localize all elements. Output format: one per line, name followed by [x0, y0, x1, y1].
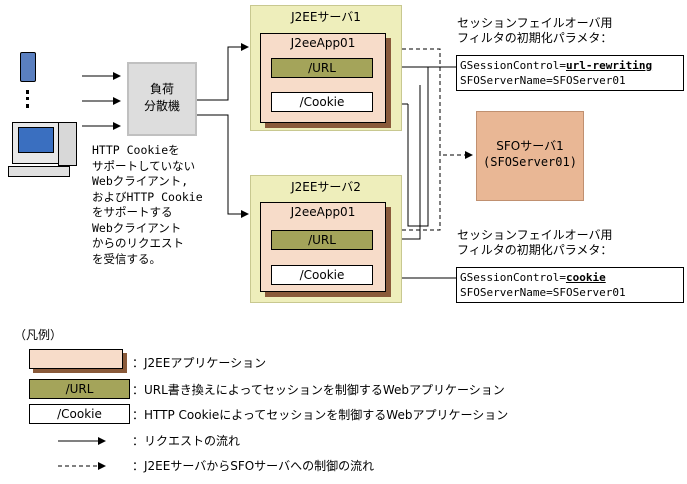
sfo-server: SFOサーバ1 (SFOServer01): [476, 111, 584, 201]
legend-url-sample: /URL: [29, 379, 130, 399]
url-web-app: /URL: [271, 230, 373, 250]
filter-heading-line: フィルタの初期化パラメタ：: [457, 31, 613, 45]
filter-params-1: GSessionControl=url-rewriting SFOServerN…: [456, 55, 684, 91]
lb-to-server1-arrow: [196, 43, 249, 101]
param-value: url-rewriting: [565, 59, 653, 72]
note-line: およびHTTP Cookie: [92, 189, 203, 204]
note-line: を受信する。: [92, 251, 161, 266]
app-title: J2eeApp01: [290, 36, 356, 50]
lb-label-2: 分散機: [143, 99, 180, 113]
j2ee-app: J2eeApp01 /URL /Cookie: [260, 33, 386, 123]
server-title: J2EEサーバ2: [291, 180, 361, 194]
filter-heading-line: セッションフェイルオーバ用: [457, 228, 613, 242]
server-title: J2EEサーバ1: [291, 10, 361, 24]
filter-heading-1: セッションフェイルオーバ用 フィルタの初期化パラメタ：: [457, 16, 613, 46]
filter-params-2: GSessionControl=cookie SFOServerName=SFO…: [456, 267, 684, 303]
note-line: からのリクエスト: [92, 236, 184, 250]
url-web-app: /URL: [271, 58, 373, 78]
app-title: J2eeApp01: [290, 205, 356, 219]
note-line: Webクライアント: [92, 220, 182, 235]
j2ee-server-1: J2EEサーバ1 J2eeApp01 /URL /Cookie: [250, 5, 402, 131]
lb-to-server2-arrow: [196, 114, 249, 218]
legend-title: （凡例）: [14, 328, 63, 342]
sfo-label-1: SFOサーバ1: [496, 139, 564, 153]
param-server: SFOServerName=SFOServer01: [460, 74, 626, 87]
j2ee-server-2: J2EEサーバ2 J2eeApp01 /URL /Cookie: [250, 175, 402, 303]
note-line: HTTP Cookieを: [92, 143, 180, 157]
filter-heading-line: フィルタの初期化パラメタ：: [457, 243, 613, 257]
mobile-phone-icon: [20, 52, 36, 82]
legend-text: ：HTTP Cookieによってセッションを制御するWebアプリケーション: [132, 408, 509, 422]
legend-text: ：J2EEサーバからSFOサーバへの制御の流れ: [132, 459, 375, 473]
note-line: をサポートする: [92, 205, 173, 219]
filter-heading-line: セッションフェイルオーバ用: [457, 16, 613, 30]
filter-heading-2: セッションフェイルオーバ用 フィルタの初期化パラメタ：: [457, 228, 613, 258]
param-name: GSessionControl=: [460, 59, 566, 72]
legend-text: ：リクエストの流れ: [132, 434, 241, 448]
control-arrow-from-server1: [388, 48, 473, 159]
computer-tower-icon: [58, 122, 77, 166]
j2ee-app: J2eeApp01 /URL /Cookie: [260, 202, 386, 292]
param-value: cookie: [565, 271, 606, 284]
note-line: サポートしていない: [92, 158, 196, 173]
legend-app-sample: [29, 349, 123, 369]
keyboard-icon: [8, 166, 70, 177]
cookie-web-app: /Cookie: [271, 92, 373, 112]
param-server: SFOServerName=SFOServer01: [460, 286, 626, 299]
lb-label-1: 負荷: [149, 82, 174, 96]
param-name: GSessionControl=: [460, 271, 566, 284]
legend-text: ：J2EEアプリケーション: [132, 356, 267, 370]
cookie-web-app: /Cookie: [271, 265, 373, 285]
dots-icon: [26, 90, 32, 108]
legend-cookie-sample: /Cookie: [29, 404, 130, 424]
legend-text: ：URL書き換えによってセッションを制御するWebアプリケーション: [132, 383, 505, 397]
client-note: HTTP Cookieを サポートしていない Webクライアント, およびHTT…: [92, 143, 203, 267]
sfo-label-2: (SFOServer01): [483, 155, 577, 169]
computer-icon: [12, 122, 59, 164]
load-balancer: 負荷 分散機: [127, 62, 197, 136]
note-line: Webクライアント,: [92, 174, 189, 188]
